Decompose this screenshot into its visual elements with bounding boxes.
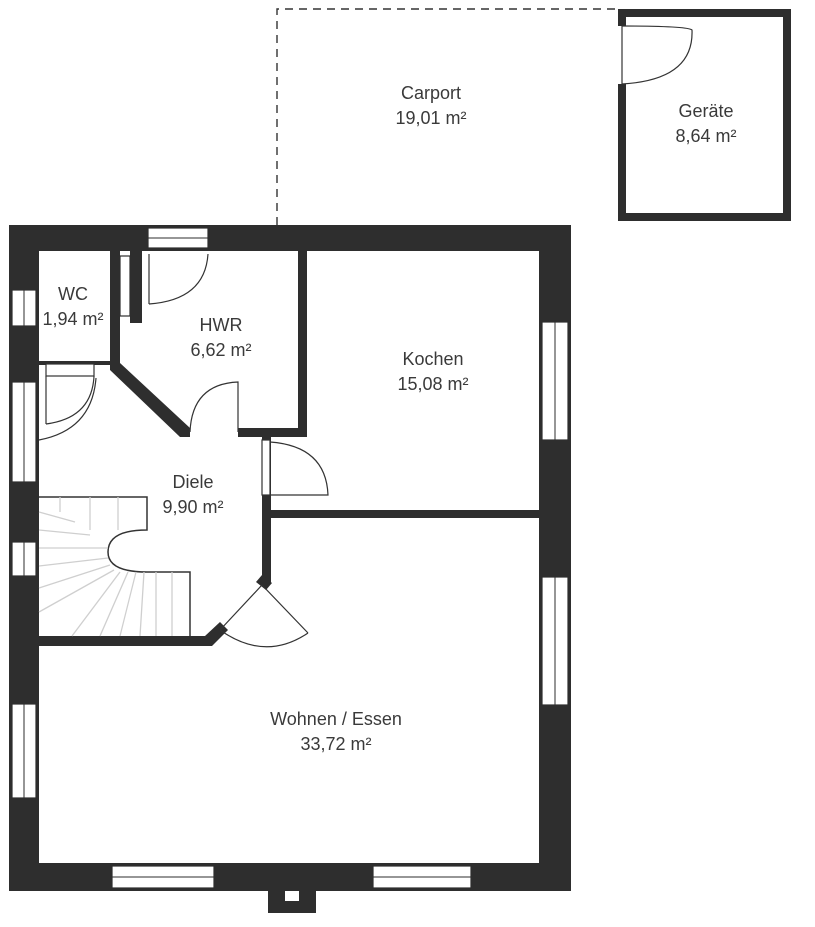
wohnen-name: Wohnen / Essen: [270, 709, 402, 729]
geraete-area: 8,64 m²: [675, 126, 736, 146]
wohnen-area: 33,72 m²: [300, 734, 371, 754]
carport-area: 19,01 m²: [395, 108, 466, 128]
diele-name: Diele: [172, 472, 213, 492]
chimney-block: [268, 885, 316, 913]
carport-name: Carport: [401, 83, 461, 103]
carport-outline: [276, 8, 620, 225]
geraete-name: Geräte: [678, 101, 733, 121]
wc-area: 1,94 m²: [42, 309, 103, 329]
staircase: [38, 496, 191, 637]
windows: [11, 227, 569, 889]
hwr-name: HWR: [200, 315, 243, 335]
diele-area: 9,90 m²: [162, 497, 223, 517]
wc-name: WC: [58, 284, 88, 304]
interior-walls: [39, 251, 539, 646]
outer-walls: [9, 225, 571, 891]
doors: [38, 253, 329, 648]
kochen-name: Kochen: [402, 349, 463, 369]
hwr-area: 6,62 m²: [190, 340, 251, 360]
kochen-area: 15,08 m²: [397, 374, 468, 394]
room-labels: Carport 19,01 m² Geräte 8,64 m² WC 1,94 …: [42, 83, 736, 754]
geraete-shed: [618, 9, 791, 221]
